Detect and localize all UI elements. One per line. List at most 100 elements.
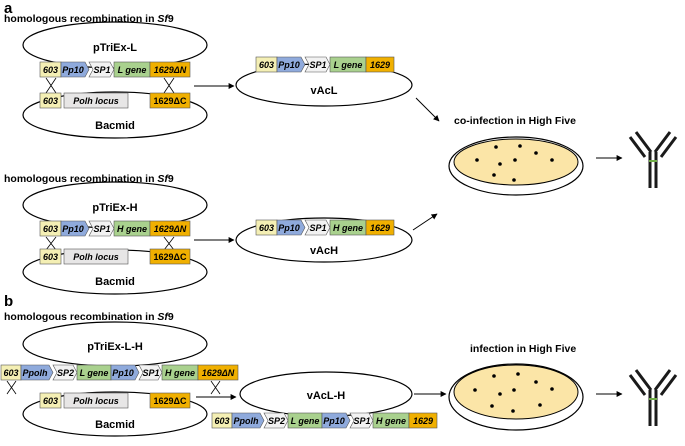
- vacl-cassette: 603 Pp10 SP1 L gene 1629: [255, 56, 395, 73]
- seg-603-label: 603: [3, 368, 18, 378]
- seg-pp10: [321, 412, 351, 429]
- bacmid-b-cassette: 603 Polh locus 1629ΔC: [39, 392, 191, 409]
- seg-1629dc-label: 1629ΔC: [154, 252, 187, 262]
- ptriex-h-label: pTriEx-H: [92, 202, 137, 214]
- seg-l-gene-label: L gene: [291, 416, 320, 426]
- seg-sp2: [52, 364, 78, 381]
- seg-603-label: 603: [43, 224, 58, 234]
- seg-603-label: 603: [259, 223, 274, 233]
- antibody-icon: [628, 131, 678, 188]
- ptriex-l-label: pTriEx-L: [93, 42, 137, 54]
- seg-1629dc: [149, 392, 191, 409]
- seg-1629dn: [149, 61, 191, 78]
- ptriex-h-cassette: 603 Pp10 SP1 H gene 1629ΔN: [39, 220, 191, 237]
- vacl-label: vAcL: [311, 85, 338, 97]
- seg-603-label: 603: [43, 65, 58, 75]
- seg-polh-locus: [63, 92, 129, 109]
- antibody-icon: [628, 369, 678, 426]
- seg-sp1-label: SP1: [142, 368, 159, 378]
- seg-pp10-label: Pp10: [278, 223, 300, 233]
- seg-1629dn: [197, 364, 239, 381]
- seg-sp1: [138, 364, 163, 381]
- seg-sp2-label: SP2: [57, 368, 74, 378]
- vach-cassette: 603 Pp10 SP1 H gene 1629: [255, 219, 395, 236]
- coinfection-heading: co-infection in High Five: [454, 115, 576, 127]
- seg-pp10: [276, 219, 306, 236]
- seg-1629: [365, 56, 395, 73]
- seg-l-gene-label: L gene: [118, 65, 147, 75]
- bacmid-a2-label: Bacmid: [95, 276, 135, 288]
- seg-ppolh-label: Ppolh: [234, 416, 259, 426]
- seg-1629dn-label: 1629ΔN: [202, 368, 235, 378]
- arrow-right-icon: [412, 213, 438, 231]
- ptriex-l-h-label: pTriEx-L-H: [87, 341, 143, 353]
- seg-polh-label: Polh locus: [73, 396, 119, 406]
- seg-l-gene-label: L gene: [80, 368, 109, 378]
- seg-1629dc: [149, 248, 191, 265]
- seg-1629: [365, 219, 395, 236]
- seg-l-gene-label: L gene: [334, 60, 363, 70]
- seg-pp10-label: Pp10: [62, 224, 84, 234]
- seg-603-label: 603: [43, 96, 58, 106]
- arrow-right-icon: [415, 97, 440, 122]
- seg-sp1: [304, 219, 331, 236]
- seg-pp10: [60, 61, 90, 78]
- seg-sp1-label: SP1: [309, 60, 326, 70]
- seg-sp2: [263, 412, 289, 429]
- seg-1629dc: [149, 92, 191, 109]
- seg-603-label: 603: [214, 416, 229, 426]
- seg-sp1-label: SP1: [93, 65, 110, 75]
- panel-b-label: b: [4, 293, 13, 310]
- seg-1629: [408, 412, 438, 429]
- seg-1629dn: [149, 220, 191, 237]
- seg-pp10-label: Pp10: [278, 60, 300, 70]
- seg-1629dn-label: 1629ΔN: [154, 65, 187, 75]
- bacmid-a1-cassette: 603 Polh locus 1629ΔC: [39, 92, 191, 109]
- seg-polh-label: Polh locus: [73, 252, 119, 262]
- seg-ppolh: [231, 412, 265, 429]
- seg-ppolh-label: Ppolh: [23, 368, 48, 378]
- seg-603-label: 603: [43, 396, 58, 406]
- seg-1629dc-label: 1629ΔC: [154, 96, 187, 106]
- seg-pp10-label: Pp10: [112, 368, 134, 378]
- crossover-icon: [6, 380, 221, 395]
- seg-h-gene-label: H gene: [165, 368, 195, 378]
- seg-1629dn-label: 1629ΔN: [154, 224, 187, 234]
- seg-sp1-label: SP1: [353, 416, 370, 426]
- crossover-icon: [45, 236, 175, 251]
- seg-polh-locus: [63, 248, 129, 265]
- vacl-h-cassette: 603 Ppolh SP2 L gene Pp10 SP1 H gene 162…: [211, 412, 438, 429]
- crossover-icon: [45, 77, 175, 94]
- vach-label: vAcH: [310, 245, 338, 257]
- seg-pp10: [110, 364, 140, 381]
- seg-sp1: [349, 412, 374, 429]
- seg-603: [39, 248, 62, 265]
- seg-603: [39, 392, 62, 409]
- seg-polh-locus: [63, 392, 129, 409]
- ptriex-l-h-cassette: 603 Ppolh SP2 L gene Pp10 SP1 H gene 162…: [0, 364, 239, 381]
- seg-ppolh: [20, 364, 54, 381]
- seg-1629-label: 1629: [370, 60, 390, 70]
- seg-1629-label: 1629: [370, 223, 390, 233]
- seg-polh-label: Polh locus: [73, 96, 119, 106]
- seg-pp10: [60, 220, 90, 237]
- seg-sp1: [304, 56, 331, 73]
- culture-dish-icon: [448, 363, 584, 431]
- bacmid-a1-label: Bacmid: [95, 120, 135, 132]
- panel-a-label: a: [4, 0, 13, 17]
- seg-sp1-label: SP1: [309, 223, 326, 233]
- seg-pp10-label: Pp10: [323, 416, 345, 426]
- seg-603: [39, 92, 62, 109]
- seg-1629dc-label: 1629ΔC: [154, 396, 187, 406]
- seg-sp1: [88, 61, 115, 78]
- heading-b1: homologous recombination in Sf9: [4, 311, 174, 323]
- bacmid-a2-cassette: 603 Polh locus 1629ΔC: [39, 248, 191, 265]
- seg-h-gene-label: H gene: [376, 416, 406, 426]
- seg-sp1-label: SP1: [93, 224, 110, 234]
- infection-heading: infection in High Five: [470, 343, 576, 355]
- seg-1629-label: 1629: [413, 416, 433, 426]
- seg-sp1: [88, 220, 115, 237]
- seg-603-label: 603: [43, 252, 58, 262]
- bacmid-b-label: Bacmid: [95, 419, 135, 431]
